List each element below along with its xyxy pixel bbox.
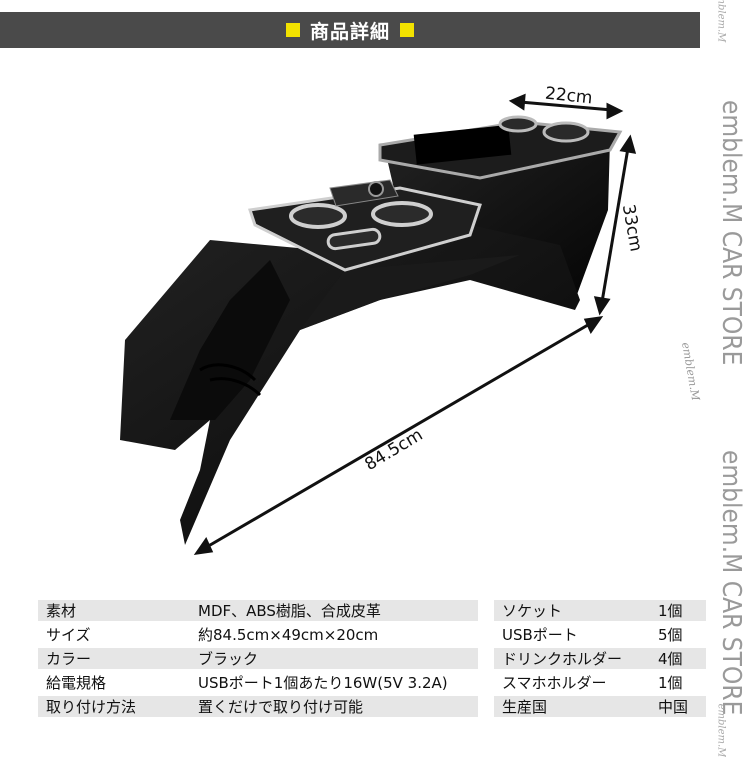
spec-value: 1個 [650, 600, 706, 621]
spec-label: サイズ [38, 624, 190, 645]
section-title: 商品詳細 [309, 20, 390, 43]
table-row: ドリンクホルダー 4個 [494, 648, 706, 669]
yellow-square-icon [400, 23, 414, 37]
spec-label: 給電規格 [38, 672, 190, 693]
table-row: ソケット 1個 [494, 600, 706, 621]
spec-label: 素材 [38, 600, 190, 621]
spec-value: 中国 [650, 696, 706, 717]
spec-value: 置くだけで取り付け可能 [190, 696, 478, 717]
spec-label: ソケット [494, 600, 650, 621]
section-header: 商品詳細 [0, 12, 700, 48]
spec-value: USBポート1個あたり16W(5V 3.2A) [190, 672, 478, 693]
table-row: 生産国 中国 [494, 696, 706, 717]
spec-label: USBポート [494, 624, 650, 645]
store-watermark-lower: emblem.M CAR STORE [716, 450, 746, 716]
spec-value: MDF、ABS樹脂、合成皮革 [190, 600, 478, 621]
spec-table-left: 素材 MDF、ABS樹脂、合成皮革 サイズ 約84.5cm×49cm×20cm … [38, 597, 478, 720]
spec-label: カラー [38, 648, 190, 669]
console-box-illustration [120, 93, 637, 555]
table-row: USBポート 5個 [494, 624, 706, 645]
spec-value: 4個 [650, 648, 706, 669]
spec-value: 1個 [650, 672, 706, 693]
store-watermark: emblem.M CAR STORE [716, 100, 746, 366]
spec-value: 約84.5cm×49cm×20cm [190, 624, 478, 645]
table-row: スマホホルダー 1個 [494, 672, 706, 693]
table-row: カラー ブラック [38, 648, 478, 669]
spec-value: ブラック [190, 648, 478, 669]
spec-label: ドリンクホルダー [494, 648, 650, 669]
table-row: サイズ 約84.5cm×49cm×20cm [38, 624, 478, 645]
table-row: 素材 MDF、ABS樹脂、合成皮革 [38, 600, 478, 621]
spec-value: 5個 [650, 624, 706, 645]
spec-label: 取り付け方法 [38, 696, 190, 717]
corner-logo-bottom: emblem.M [715, 703, 727, 757]
spec-label: スマホホルダー [494, 672, 650, 693]
table-row: 給電規格 USBポート1個あたり16W(5V 3.2A) [38, 672, 478, 693]
table-row: 取り付け方法 置くだけで取り付け可能 [38, 696, 478, 717]
yellow-square-icon [285, 23, 300, 37]
spec-label: 生産国 [494, 696, 650, 717]
spec-table-right: ソケット 1個 USBポート 5個 ドリンクホルダー 4個 スマホホルダー 1個… [494, 597, 706, 720]
